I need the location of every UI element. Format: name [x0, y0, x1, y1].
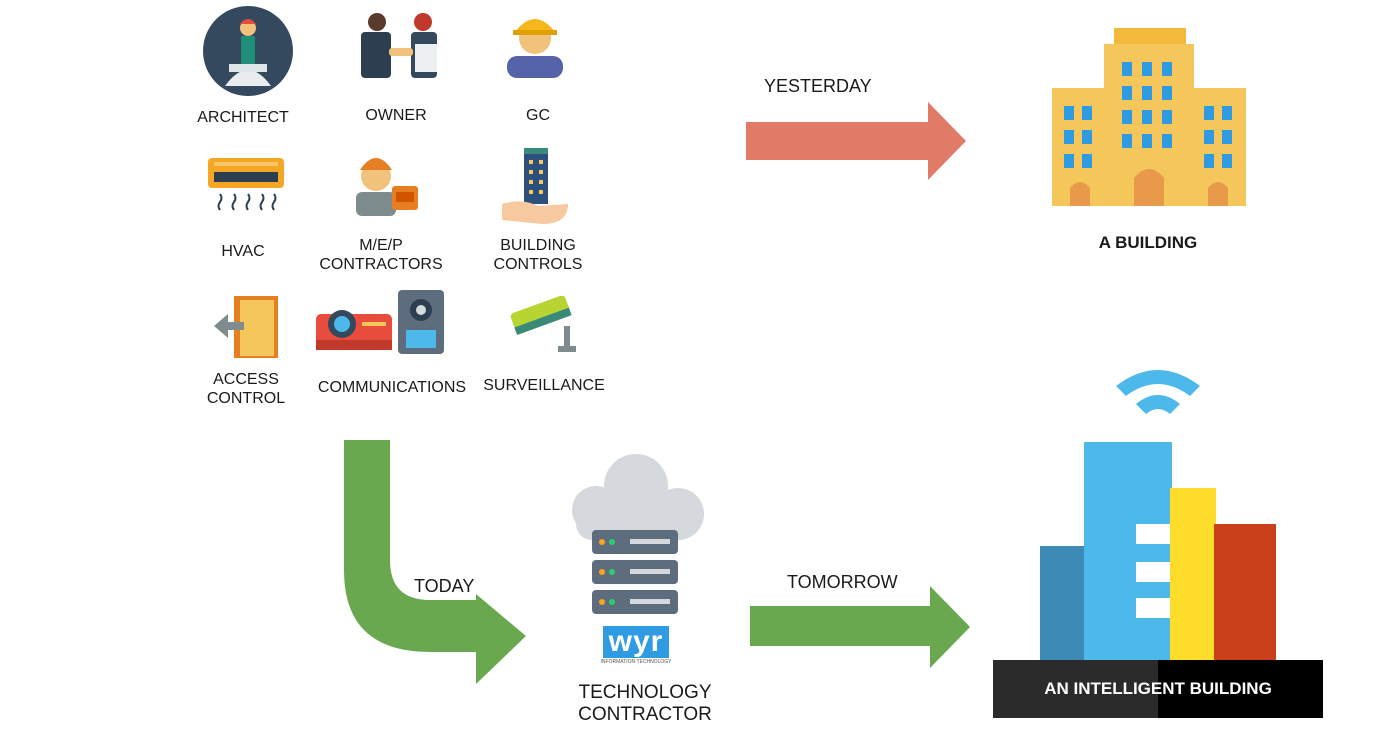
tomorrow-arrow [750, 586, 972, 668]
intelligent-building-banner: AN INTELLIGENT BUILDING [993, 660, 1323, 718]
label-mep-line1: M/E/P [359, 237, 403, 254]
security-camera-icon [510, 295, 580, 354]
wyr-logo: wyr INFORMATION TECHNOLOGY [596, 626, 676, 670]
wyr-logo-text: wyr [602, 626, 670, 658]
label-technology-contractor: TECHNOLOGY CONTRACTOR [560, 682, 730, 726]
wifi-icon [1114, 364, 1202, 420]
building-in-hand-icon [502, 148, 570, 224]
label-yesterday: YESTERDAY [764, 76, 872, 96]
label-a-building: A BUILDING [1098, 233, 1198, 252]
label-hvac: HVAC [221, 243, 265, 260]
cloud-server-icon [556, 452, 714, 618]
door-exit-icon [214, 294, 280, 360]
label-access-control: ACCESS CONTROL [196, 370, 296, 408]
label-mep-line2: CONTRACTORS [319, 256, 443, 273]
label-tomorrow: TOMORROW [787, 572, 898, 592]
label-building-controls: BUILDING CONTROLS [482, 236, 594, 274]
air-conditioner-icon [208, 158, 284, 212]
label-ac-line2: CONTROL [206, 390, 286, 407]
label-owner: OWNER [365, 107, 427, 124]
handshake-icon [353, 10, 445, 80]
projector-icon [316, 302, 392, 354]
label-gc: GC [526, 107, 550, 124]
office-building-icon [1052, 28, 1246, 206]
label-bc-line1: BUILDING [500, 237, 576, 254]
label-architect: ARCHITECT [197, 109, 289, 126]
architect-icon [203, 6, 293, 96]
label-tech-line2: CONTRACTOR [578, 704, 712, 725]
label-surveillance: SURVEILLANCE [483, 377, 605, 394]
label-mep: M/E/P CONTRACTORS [310, 236, 452, 274]
yesterday-arrow [746, 102, 968, 180]
wyr-logo-subtext: INFORMATION TECHNOLOGY [600, 659, 672, 665]
label-intelligent-building: AN INTELLIGENT BUILDING [1044, 679, 1272, 698]
smart-building-icon [1040, 442, 1276, 664]
label-ac-line1: ACCESS [213, 371, 279, 388]
worker-helmet-icon [503, 8, 567, 78]
today-arrow [340, 440, 530, 688]
label-communications: COMMUNICATIONS [317, 379, 467, 396]
label-tech-line1: TECHNOLOGY [578, 682, 712, 703]
speaker-icon [398, 290, 444, 354]
label-today: TODAY [414, 576, 475, 596]
mep-contractor-icon [352, 148, 420, 216]
label-bc-line2: CONTROLS [493, 256, 583, 273]
